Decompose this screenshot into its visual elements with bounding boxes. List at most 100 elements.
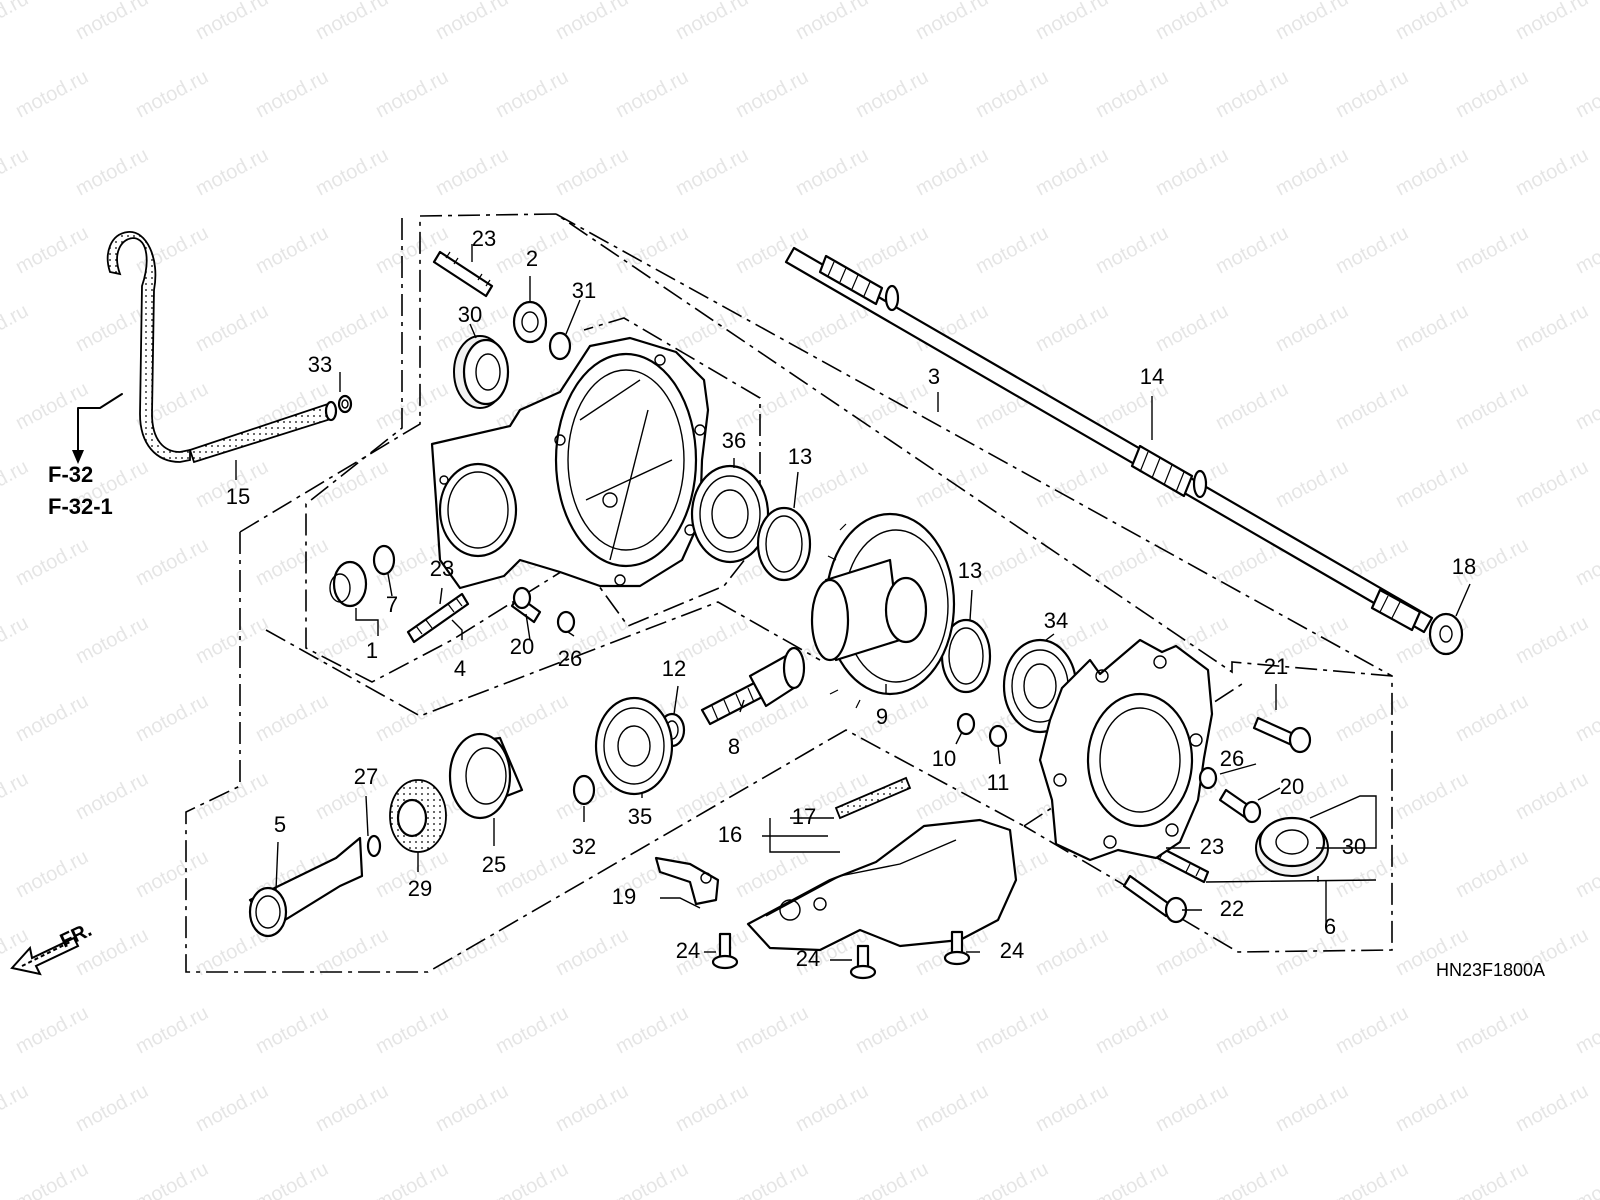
bolt-22: [1122, 874, 1188, 924]
gear-case-cover: [1038, 638, 1214, 862]
watermark-text: motod.ru: [252, 222, 332, 278]
watermark-text: motod.ru: [0, 0, 32, 44]
watermark-text: motod.ru: [1332, 1002, 1412, 1058]
watermark-text: motod.ru: [1572, 846, 1600, 902]
watermark-text: motod.ru: [0, 300, 32, 356]
callout-33: 33: [308, 352, 332, 377]
watermark-text: motod.ru: [1272, 300, 1352, 356]
watermark-text: motod.ru: [312, 1080, 392, 1136]
watermark-text: motod.ru: [732, 1002, 812, 1058]
watermark-text: motod.ru: [852, 378, 932, 434]
watermark-text: motod.ru: [0, 1080, 32, 1136]
watermark-text: motod.ru: [552, 924, 632, 980]
watermark-text: motod.ru: [1092, 1002, 1172, 1058]
watermark-text: motod.ru: [972, 1002, 1052, 1058]
final-gear-case: [430, 336, 710, 590]
watermark-text: motod.ru: [12, 1158, 92, 1200]
callout-15: 15: [226, 484, 250, 509]
watermark-text: motod.ru: [72, 0, 152, 44]
watermark-text: motod.ru: [1332, 222, 1412, 278]
watermark-text: motod.ru: [1092, 66, 1172, 122]
watermark-text: motod.ru: [12, 378, 92, 434]
watermark-text: motod.ru: [432, 1080, 512, 1136]
watermark-text: motod.ru: [1032, 0, 1112, 44]
watermark-text: motod.ru: [1272, 144, 1352, 200]
callout-30-left: 30: [458, 302, 482, 327]
watermark-text: motod.ru: [132, 222, 212, 278]
watermark-text: motod.ru: [0, 144, 32, 200]
oil-seal-left: [453, 335, 510, 409]
reference-label-2: F-32-1: [48, 494, 113, 519]
watermark-text: motod.ru: [732, 846, 812, 902]
reference-arrow: [72, 393, 123, 464]
watermark-text: motod.ru: [552, 144, 632, 200]
front-direction-icon: [10, 936, 80, 976]
callout-9: 9: [876, 704, 888, 729]
watermark-text: motod.ru: [0, 612, 32, 668]
callout-34: 34: [1044, 608, 1068, 633]
watermark-text: motod.ru: [912, 1080, 992, 1136]
watermark-text: motod.ru: [792, 1080, 872, 1136]
watermark-text: motod.ru: [12, 222, 92, 278]
watermark-text: motod.ru: [1212, 222, 1292, 278]
watermark-text: motod.ru: [972, 534, 1052, 590]
bolt-24-middle: [849, 944, 877, 980]
watermark-text: motod.ru: [252, 1002, 332, 1058]
pinion-gear: [700, 646, 806, 726]
watermark-text: motod.ru: [1272, 924, 1352, 980]
watermark-text: motod.ru: [1032, 300, 1112, 356]
callout-22: 22: [1220, 896, 1244, 921]
watermark-text: motod.ru: [1512, 1080, 1592, 1136]
watermark-text: motod.ru: [192, 1080, 272, 1136]
watermark-text: motod.ru: [1332, 690, 1412, 746]
stud-bolt-middle: [406, 592, 470, 644]
watermark-text: motod.ru: [1272, 0, 1352, 44]
callout-24-left: 24: [676, 938, 700, 963]
callout-5: 5: [274, 812, 286, 837]
watermark-text: motod.ru: [912, 768, 992, 824]
callout-1: 1: [366, 638, 378, 663]
watermark-text: motod.ru: [1032, 1080, 1112, 1136]
watermark-text: motod.ru: [1572, 690, 1600, 746]
callout-19: 19: [612, 884, 636, 909]
watermark-text: motod.ru: [312, 768, 392, 824]
watermark-text: motod.ru: [1392, 1080, 1472, 1136]
callout-25: 25: [482, 852, 506, 877]
ring-gear: [810, 512, 956, 709]
watermark-text: motod.ru: [1512, 300, 1592, 356]
watermark-text: motod.ru: [192, 612, 272, 668]
callout-26-left: 26: [558, 646, 582, 671]
callout-24-middle: 24: [796, 946, 820, 971]
drain-tube: [834, 776, 912, 820]
reference-label-1: F-32: [48, 462, 93, 487]
watermark-text: motod.ru: [732, 378, 812, 434]
watermark-text: motod.ru: [792, 300, 872, 356]
joint-collar: [389, 779, 447, 853]
callout-2: 2: [526, 246, 538, 271]
callout-7: 7: [386, 592, 398, 617]
callout-26-right: 26: [1220, 746, 1244, 771]
watermark-text: motod.ru: [1212, 1158, 1292, 1200]
watermark-text: motod.ru: [852, 690, 932, 746]
ball-bearing-lower: [594, 696, 674, 796]
watermark-text: motod.ru: [672, 0, 752, 44]
skid-plate: [746, 818, 1018, 952]
watermark-text: motod.ru: [432, 924, 512, 980]
watermark-text: motod.ru: [1392, 144, 1472, 200]
watermark-text: motod.ru: [0, 768, 32, 824]
watermark-text: motod.ru: [912, 456, 992, 512]
callout-17: 17: [792, 804, 816, 829]
watermark-text: motod.ru: [912, 144, 992, 200]
watermark-text: motod.ru: [192, 300, 272, 356]
shim-lower: [940, 618, 992, 694]
watermark-text: motod.ru: [1212, 378, 1292, 434]
watermark-text: motod.ru: [372, 222, 452, 278]
watermark-text: motod.ru: [312, 0, 392, 44]
hose-clip: [337, 394, 353, 414]
watermark-text: motod.ru: [1572, 1002, 1600, 1058]
callout-21: 21: [1264, 654, 1288, 679]
watermark-text: motod.ru: [372, 690, 452, 746]
watermark-text: motod.ru: [1332, 66, 1412, 122]
watermark-text: motod.ru: [1032, 924, 1112, 980]
watermark-text: motod.ru: [912, 0, 992, 44]
